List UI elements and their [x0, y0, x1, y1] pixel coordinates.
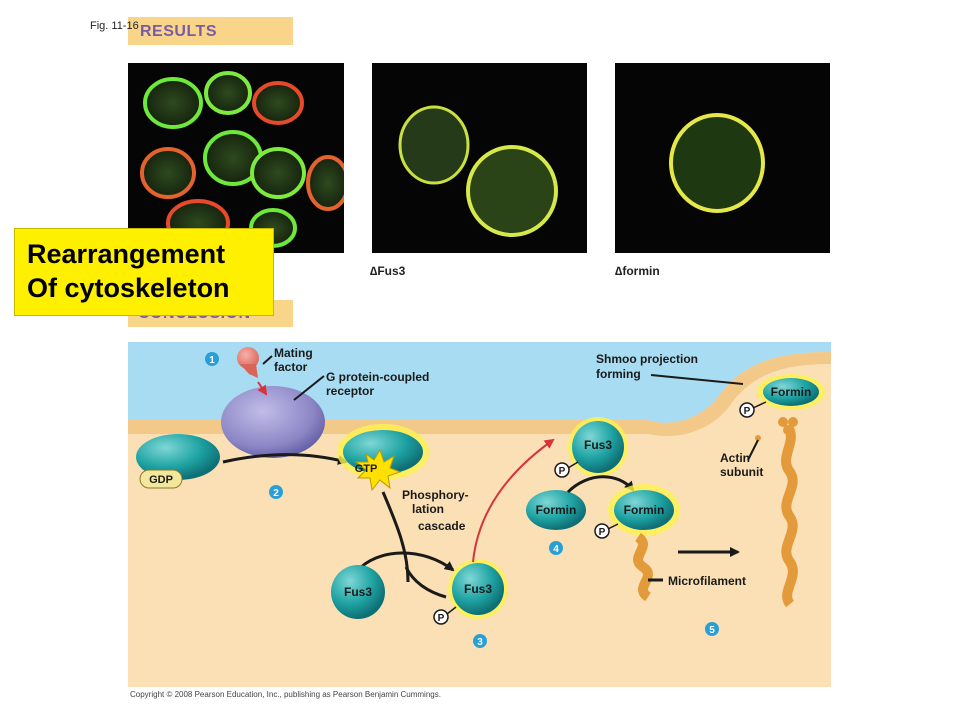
step-4-badge: [549, 541, 563, 555]
phosphate-label-tip: P: [744, 406, 751, 417]
microfilament-short: [633, 532, 653, 602]
step-1-number: 1: [209, 355, 215, 366]
phosphate-bond-lower: [446, 606, 457, 615]
binding-arrow: [257, 381, 268, 396]
shmoo-leader: [650, 374, 744, 385]
formin-deletion-cell-image: [669, 113, 765, 213]
formin-active: [614, 490, 674, 530]
wild-type-cells-image: [140, 71, 344, 248]
formin-label-tip: Formin: [771, 385, 812, 399]
cascade-label: cascade: [418, 519, 466, 533]
fus3-phosphorylated: [452, 563, 504, 615]
gdp-label: GDP: [149, 474, 173, 486]
step-1-badge: [205, 352, 219, 366]
micrograph-wild-type: [128, 63, 344, 253]
copyright-notice: Copyright © 2008 Pearson Education, Inc.…: [130, 690, 441, 699]
results-heading: RESULTS: [140, 23, 217, 40]
mating-factor-leader: [262, 355, 273, 365]
phosphate-formin: [594, 523, 610, 539]
receptor-label-line2: receptor: [326, 384, 374, 398]
step-2-number: 2: [273, 488, 279, 499]
formin-activation-arrow: [566, 475, 635, 494]
gtp-label: GTP: [355, 463, 378, 475]
phosphate-fus3-upper: [554, 462, 570, 478]
phosphate-label-fus3-upper: P: [559, 466, 566, 477]
shmoo-label-line1: Shmoo projection: [596, 352, 698, 366]
gdp-badge: [139, 469, 183, 489]
callout-line-1: Rearrangement: [27, 239, 226, 269]
phosphate-bond-formin: [607, 523, 619, 530]
micrograph-fus3-deletion: [372, 63, 587, 253]
step-4-number: 4: [553, 544, 559, 555]
phosphate-fus3-lower: [433, 609, 449, 625]
callout-line-2: Of cytoskeleton: [27, 273, 230, 303]
formin-at-membrane: [763, 378, 819, 406]
phosphate-formin-tip: [739, 402, 755, 418]
cascade-arrow-lower: [404, 566, 447, 599]
caption-fus3-deletion: ∆Fus3: [370, 264, 406, 278]
actin-label-line1: Actin: [720, 451, 750, 465]
formin-inactive: [526, 490, 586, 530]
phosphorylation-label-line1: Phosphory-: [402, 488, 469, 502]
g-protein-coupled-receptor: [221, 386, 325, 458]
step-3-badge: [473, 634, 487, 648]
phosphate-label-fus3-lower: P: [438, 613, 445, 624]
phosphate-label-formin: P: [599, 527, 606, 538]
fus3-phosphorylation-arrow: [354, 551, 455, 574]
actin-subunit: [755, 435, 761, 441]
actin-subunit-leader: [747, 439, 759, 461]
figure-label: Fig. 11-16: [90, 20, 139, 32]
gtp-burst: [354, 448, 402, 492]
fus3-label-upper: Fus3: [584, 438, 612, 452]
g-protein-inactive: [136, 434, 220, 480]
mating-factor-molecule: [237, 347, 259, 369]
mating-factor-label-line2: factor: [274, 360, 308, 374]
cytoskeleton-callout: Rearrangement Of cytoskeleton: [14, 228, 274, 316]
microfilament-label: Microfilament: [668, 574, 746, 588]
results-heading-bar: [128, 17, 293, 45]
fus3-translocation-arrow: [472, 438, 555, 563]
receptor-leader: [293, 375, 325, 401]
plasma-membrane: [128, 352, 831, 437]
shmoo-label-line2: forming: [596, 367, 641, 381]
fus3-upper: [572, 421, 624, 473]
micrograph-formin-deletion: [615, 63, 830, 253]
receptor-label-line1: G protein-coupled: [326, 370, 429, 384]
phosphate-bond-tip: [752, 401, 767, 409]
step-2-badge: [269, 485, 283, 499]
fus3-unphosphorylated: [331, 565, 385, 619]
microfilament-long: [778, 417, 798, 608]
fus3-label-right: Fus3: [464, 582, 492, 596]
formin-label-right: Formin: [624, 503, 665, 517]
step-5-badge: [705, 622, 719, 636]
mating-factor-tail: [240, 364, 258, 378]
phosphate-bond-upper: [567, 461, 579, 469]
phosphorylation-label-line2: lation: [412, 502, 444, 516]
step-5-number: 5: [709, 625, 715, 636]
mating-factor-label-line1: Mating: [274, 346, 313, 360]
fus3-label-left: Fus3: [344, 585, 372, 599]
actin-label-line2: subunit: [720, 465, 763, 479]
fus3-deletion-cells-image: [398, 105, 558, 237]
signaling-diagram: 1 2 3 4 5 Mating factor G protein-couple…: [128, 342, 831, 687]
caption-formin-deletion: ∆formin: [615, 264, 660, 278]
activation-arrow: [222, 453, 348, 465]
formin-label-left: Formin: [536, 503, 577, 517]
step-3-number: 3: [477, 637, 483, 648]
